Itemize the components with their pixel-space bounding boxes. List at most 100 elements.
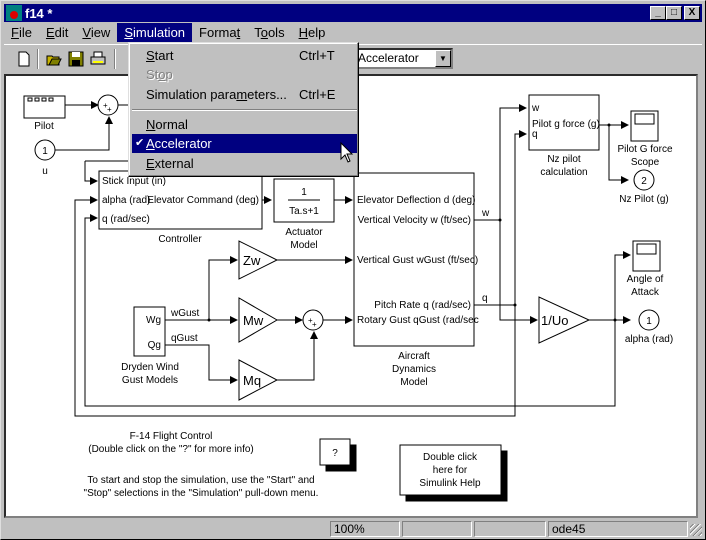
menu-simulation[interactable]: Simulation <box>117 23 193 42</box>
menu-edit[interactable]: Edit <box>39 23 75 42</box>
window-title: f14 * <box>25 5 53 21</box>
signal-label: w <box>481 208 490 219</box>
resize-grip[interactable] <box>690 524 702 536</box>
open-icon[interactable] <box>46 51 62 67</box>
minimize-button[interactable]: _ <box>650 6 666 20</box>
menu-item-normal[interactable]: Normal <box>132 115 357 134</box>
menu-label: imulation <box>133 25 186 40</box>
menu-mnemonic: E <box>45 25 55 40</box>
port-label: Vertical Gust wGust (ft/sec) <box>357 255 478 266</box>
toolbar-separator <box>114 49 116 69</box>
port-label: Wg <box>146 315 161 326</box>
alpha-feedback-line <box>84 320 616 407</box>
gain-label: Zw <box>243 253 261 268</box>
gain-1-uo[interactable] <box>538 296 591 344</box>
menu-label: Forma <box>199 25 237 40</box>
aircraft-label: Model <box>400 377 427 388</box>
menu-label: tart <box>154 48 174 63</box>
simulink-app-icon <box>6 5 22 21</box>
menu-separator <box>132 109 357 111</box>
outport-label: alpha (rad) <box>625 334 673 345</box>
menu-view[interactable]: View <box>75 23 117 42</box>
actuator-label: Model <box>290 240 317 251</box>
dryden-gust-block[interactable] <box>133 306 166 357</box>
actuator-label: Actuator <box>285 227 323 238</box>
scope-label: Scope <box>631 157 660 168</box>
scope-label: Attack <box>631 287 660 298</box>
simulink-help-block[interactable] <box>399 444 502 496</box>
menu-format[interactable]: Format <box>192 23 247 42</box>
nz-pilot-block[interactable] <box>528 94 600 151</box>
q-signal-line <box>514 130 527 305</box>
port-label: Vertical Velocity w (ft/sec) <box>358 215 471 226</box>
menu-mnemonic: S <box>146 48 155 63</box>
signal-line <box>55 116 113 151</box>
dropdown-arrow-icon[interactable]: ▼ <box>435 50 451 67</box>
svg-text:+: + <box>312 320 317 329</box>
q-feedback-line <box>74 305 516 417</box>
close-button[interactable]: X <box>684 6 700 20</box>
menu-mnemonic: H <box>298 25 308 40</box>
menu-label: T <box>254 25 261 40</box>
menu-item-accelerator[interactable]: ✔Accelerator <box>132 134 357 153</box>
menu-label: iew <box>90 25 111 40</box>
save-icon[interactable] <box>68 51 84 67</box>
maximize-button[interactable]: □ <box>666 6 682 20</box>
pilot-block[interactable] <box>23 95 66 119</box>
dryden-label: Dryden Wind <box>121 362 179 373</box>
pilot-label: Pilot <box>34 121 54 132</box>
pilot-block-icon <box>27 97 54 102</box>
menu-item-stop[interactable]: Stop <box>132 65 357 84</box>
gain-mw[interactable] <box>238 297 278 343</box>
zoom-status: 100% <box>330 521 400 537</box>
menu-mnemonic: S <box>124 25 133 40</box>
print-icon[interactable] <box>90 51 106 67</box>
gain-mq[interactable] <box>238 359 279 401</box>
outport-label: Nz Pilot (g) <box>619 194 668 205</box>
menu-mnemonic: V <box>82 25 91 40</box>
menu-label: eters... <box>247 87 287 102</box>
svg-text:+: + <box>103 101 108 110</box>
controller-label: Controller <box>158 234 202 245</box>
port-label: Pilot g force (g) <box>532 119 600 130</box>
new-icon[interactable] <box>16 51 32 67</box>
menu-label: St <box>146 67 159 82</box>
outport-alpha[interactable] <box>638 309 660 331</box>
menu-file[interactable]: File <box>4 23 39 42</box>
port-label: Qg <box>148 340 161 351</box>
signal-line <box>165 344 238 384</box>
outport-nz-pilot[interactable] <box>633 169 655 191</box>
menu-mnemonic: N <box>146 117 156 132</box>
tf-numerator: 1 <box>301 187 307 198</box>
menu-mnemonic: o <box>158 67 166 82</box>
menu-mnemonic: m <box>236 87 248 102</box>
gain-label: Mq <box>243 373 261 388</box>
menu-mnemonic: E <box>146 156 155 171</box>
port-label: q <box>532 129 538 140</box>
scope-label: Pilot G force <box>617 144 672 155</box>
port-label: Elevator Command (deg) <box>147 195 259 206</box>
pilot-g-scope[interactable] <box>630 110 659 142</box>
info-button[interactable] <box>319 438 351 466</box>
status-field <box>402 521 472 537</box>
signal-line <box>277 331 318 381</box>
port-label: q (rad/sec) <box>102 214 150 225</box>
toolbar-separator <box>37 49 39 69</box>
instruction-text: To start and stop the simulation, use th… <box>87 475 314 486</box>
menu-tools[interactable]: Tools <box>247 23 291 42</box>
aircraft-dynamics-block[interactable] <box>353 172 475 347</box>
simulation-mode-select[interactable]: Accelerator▼ <box>354 48 453 69</box>
menu-help[interactable]: Help <box>292 23 333 42</box>
signal-line <box>84 161 98 185</box>
menu-label: xternal <box>154 156 194 171</box>
model-canvas[interactable]: Pilot 1 u ++ ++ Stick Input (in) alpha (… <box>4 74 698 518</box>
angle-of-attack-scope[interactable] <box>632 240 661 272</box>
gain-zw[interactable] <box>238 240 279 280</box>
menu-item-external[interactable]: External <box>132 154 357 173</box>
menu-item-simulation-parameters[interactable]: Simulation parameters...Ctrl+E <box>132 85 357 104</box>
menu-label: ile <box>18 25 32 40</box>
tf-denominator: Ta.s+1 <box>289 206 319 217</box>
